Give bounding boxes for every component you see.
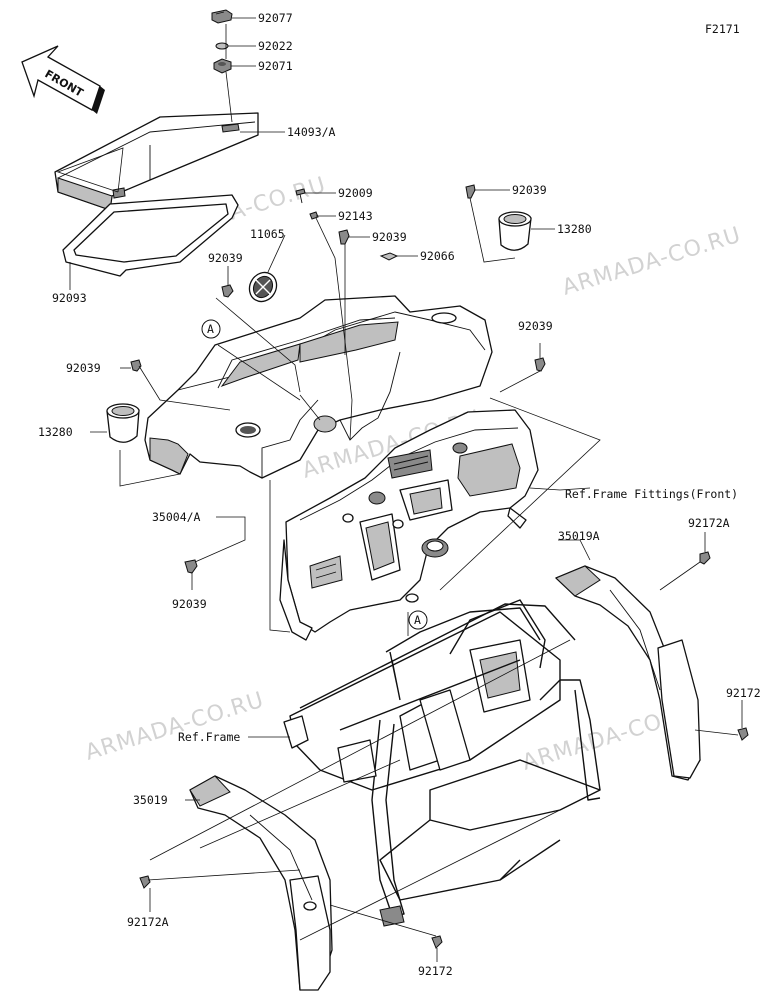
part-label: 11065 bbox=[250, 227, 285, 241]
clip-92077-icon bbox=[211, 9, 233, 24]
part-label: 92039 bbox=[172, 597, 207, 611]
part-label: 92172 bbox=[418, 964, 453, 978]
lower-dash-panel bbox=[279, 409, 539, 641]
plug-92066-icon bbox=[379, 252, 399, 261]
cap-11065-icon bbox=[248, 271, 278, 303]
part-label: 92009 bbox=[338, 186, 373, 200]
callout-marker-a-upper: A bbox=[201, 319, 221, 339]
part-label: 92022 bbox=[258, 39, 293, 53]
part-label: 35004/A bbox=[152, 510, 201, 524]
clip-92143-icon bbox=[309, 211, 319, 220]
part-label: 92093 bbox=[52, 291, 87, 305]
bolt-92172a-right-icon bbox=[699, 551, 711, 565]
part-label: Ref.Frame Fittings(Front) bbox=[565, 487, 738, 501]
bolt-92172-right-icon bbox=[737, 727, 749, 741]
part-label: 35019A bbox=[558, 529, 600, 543]
clip-92039-left-a-icon bbox=[221, 284, 234, 298]
part-label: 92143 bbox=[338, 209, 373, 223]
part-label: 92066 bbox=[420, 249, 455, 263]
part-label: 92039 bbox=[518, 319, 553, 333]
bolt-92172a-left-icon bbox=[139, 875, 151, 889]
cup-holder-right-icon bbox=[498, 211, 532, 251]
part-label: 92172A bbox=[688, 516, 730, 530]
part-label: 92077 bbox=[258, 11, 293, 25]
callout-marker-label: A bbox=[414, 613, 421, 627]
clip-92039-mid-icon bbox=[338, 229, 350, 245]
part-label: 92039 bbox=[66, 361, 101, 375]
part-labels: 92077 92022 92071 14093/A 92009 92039 92… bbox=[38, 11, 761, 978]
bolt-92172-bottom-icon bbox=[431, 935, 443, 949]
callout-marker-label: A bbox=[207, 322, 214, 336]
front-arrow-icon: FRONT bbox=[21, 45, 105, 114]
part-label: 13280 bbox=[557, 222, 592, 236]
cup-holder-left-icon bbox=[106, 403, 140, 443]
part-label: 35019 bbox=[133, 793, 168, 807]
part-label: 92172A bbox=[127, 915, 169, 929]
clip-92039-bottom-icon bbox=[184, 559, 198, 574]
part-label: 13280 bbox=[38, 425, 73, 439]
leader-lines bbox=[56, 17, 743, 962]
clip-92039-left-b-icon bbox=[130, 359, 142, 372]
callout-marker-a-lower: A bbox=[408, 610, 428, 630]
clip-92039-right-icon bbox=[534, 357, 546, 372]
glovebox-lid bbox=[54, 112, 259, 211]
clip-92039-top-icon bbox=[465, 184, 476, 199]
fender-right-35019a bbox=[555, 565, 701, 781]
part-label: 92039 bbox=[512, 183, 547, 197]
part-label: 92039 bbox=[372, 230, 407, 244]
fender-left-35019 bbox=[189, 775, 333, 991]
gasket-92093 bbox=[62, 194, 239, 277]
part-label: 92039 bbox=[208, 251, 243, 265]
nut-92071-icon bbox=[213, 58, 232, 74]
part-label: Ref.Frame bbox=[178, 730, 240, 744]
part-label: 14093/A bbox=[287, 125, 336, 139]
part-label: 92172 bbox=[726, 686, 761, 700]
watermark-text: ARMADA-CO.RU bbox=[82, 688, 267, 766]
upper-dash-cover bbox=[144, 295, 493, 479]
part-label: 92071 bbox=[258, 59, 293, 73]
diagram-code: F2171 bbox=[705, 22, 740, 36]
